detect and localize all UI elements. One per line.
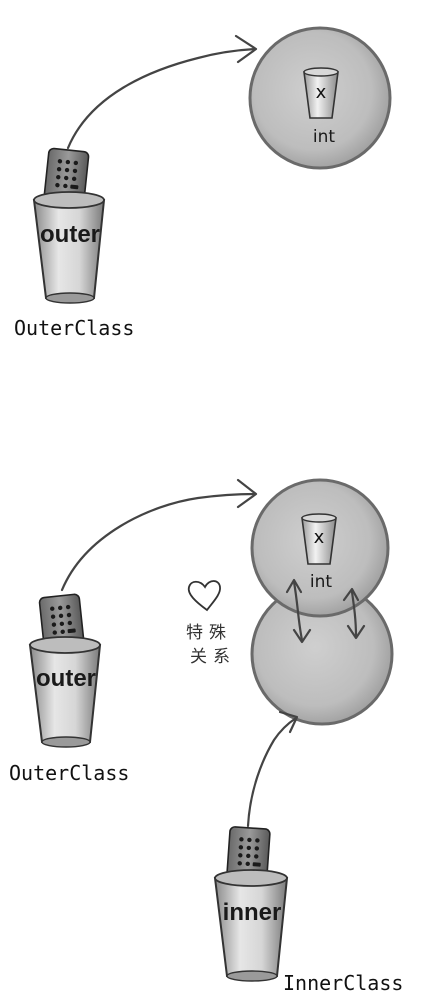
field-type-label: int (313, 127, 335, 147)
relationship-note: 特殊 关系 (186, 580, 236, 667)
cup-label: outer (40, 221, 100, 248)
field-cup: x (301, 513, 337, 565)
link-arrows (285, 578, 366, 644)
inner-remote-cup: inner (213, 826, 289, 982)
top-reference-arrow (66, 34, 258, 150)
class-label: OuterClass (14, 316, 134, 340)
field-var-label: x (314, 527, 325, 548)
top-diagram: x int outer OuterClass (14, 26, 392, 340)
bottom-diagram: x int 特殊 关系 (9, 478, 403, 995)
inner-class-label: InnerClass (283, 971, 403, 995)
outer-reference-arrow (60, 478, 258, 592)
cup-label: outer (36, 665, 96, 692)
outer-class-label: OuterClass (9, 761, 129, 785)
field-cup: x (303, 67, 339, 119)
cup-label: inner (223, 899, 282, 926)
outer-remote-cup: outer (32, 147, 106, 304)
field-var-label: x (316, 82, 327, 103)
outer-remote-cup: outer (28, 593, 102, 748)
outer-object-ball: x int (250, 478, 390, 618)
inner-reference-arrow (246, 710, 299, 828)
field-type-label: int (310, 572, 332, 592)
outer-object-ball: x int (248, 26, 392, 170)
relationship-label-line2: 关系 (190, 647, 236, 667)
relationship-label-line1: 特殊 (186, 623, 232, 643)
heart-icon (187, 580, 221, 612)
